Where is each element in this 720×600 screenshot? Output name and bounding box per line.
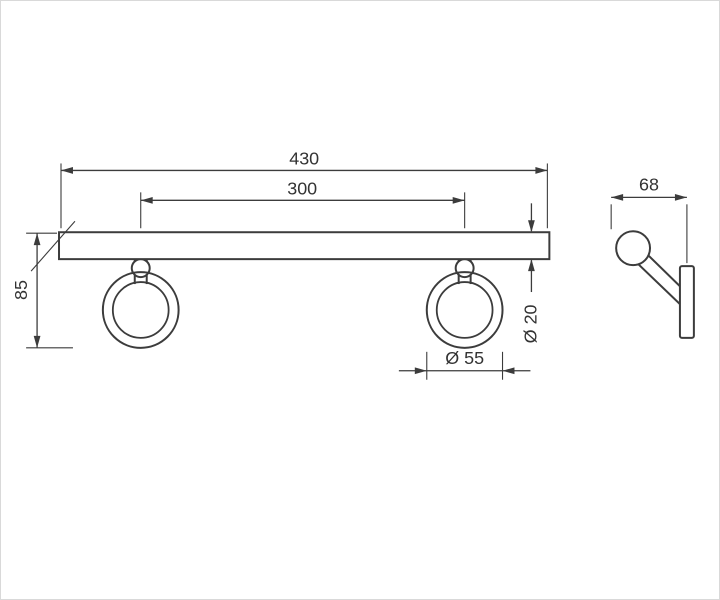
dim-label-overall-width: 430 (289, 148, 319, 168)
arrowhead-right (452, 196, 465, 204)
bar-outline (58, 231, 551, 261)
flange-inner-circle (435, 281, 494, 339)
dim-depth: 68 (610, 174, 688, 264)
front-view: 430 300 85 (11, 148, 551, 380)
bar-cross-section-circle (615, 230, 652, 267)
dim-flange-diameter: Ø 55 (398, 348, 531, 380)
dim-label-post-spacing: 300 (287, 178, 317, 198)
arm-lower-edge (634, 260, 683, 307)
post-ball-joint (454, 258, 475, 279)
flange-outer-circle (101, 271, 180, 349)
bar (30, 220, 551, 272)
dim-post-spacing: 300 (140, 178, 466, 229)
arrowhead-down (528, 220, 535, 233)
right-mount (425, 258, 504, 349)
arrowhead-bottom (33, 335, 41, 348)
arrowhead-left (61, 167, 73, 174)
arrowhead-right (535, 167, 548, 174)
arrowhead-left (502, 367, 515, 375)
dim-label-bar-diameter: Ø 20 (520, 304, 540, 343)
wall-plate (678, 265, 695, 339)
side-view: 68 (610, 174, 695, 339)
bar-end-break-line (30, 220, 76, 272)
dim-bar-diameter: Ø 20 (520, 203, 540, 343)
flange-outer-circle (425, 271, 504, 349)
arrowhead-left (140, 196, 153, 204)
dim-label-height: 85 (11, 280, 31, 300)
dim-height: 85 (11, 232, 73, 349)
left-mount (101, 258, 180, 349)
flange-inner-circle (111, 281, 170, 339)
dim-label-depth: 68 (639, 174, 659, 194)
arrowhead-up (528, 259, 535, 272)
dim-label-flange-diameter: Ø 55 (445, 348, 484, 368)
dim-overall-width: 430 (60, 148, 548, 229)
arrowhead-left (611, 193, 624, 201)
post-ball-joint (130, 258, 151, 279)
arrowhead-right (674, 193, 687, 201)
arrowhead-right (414, 367, 427, 375)
arrowhead-top (33, 233, 41, 246)
